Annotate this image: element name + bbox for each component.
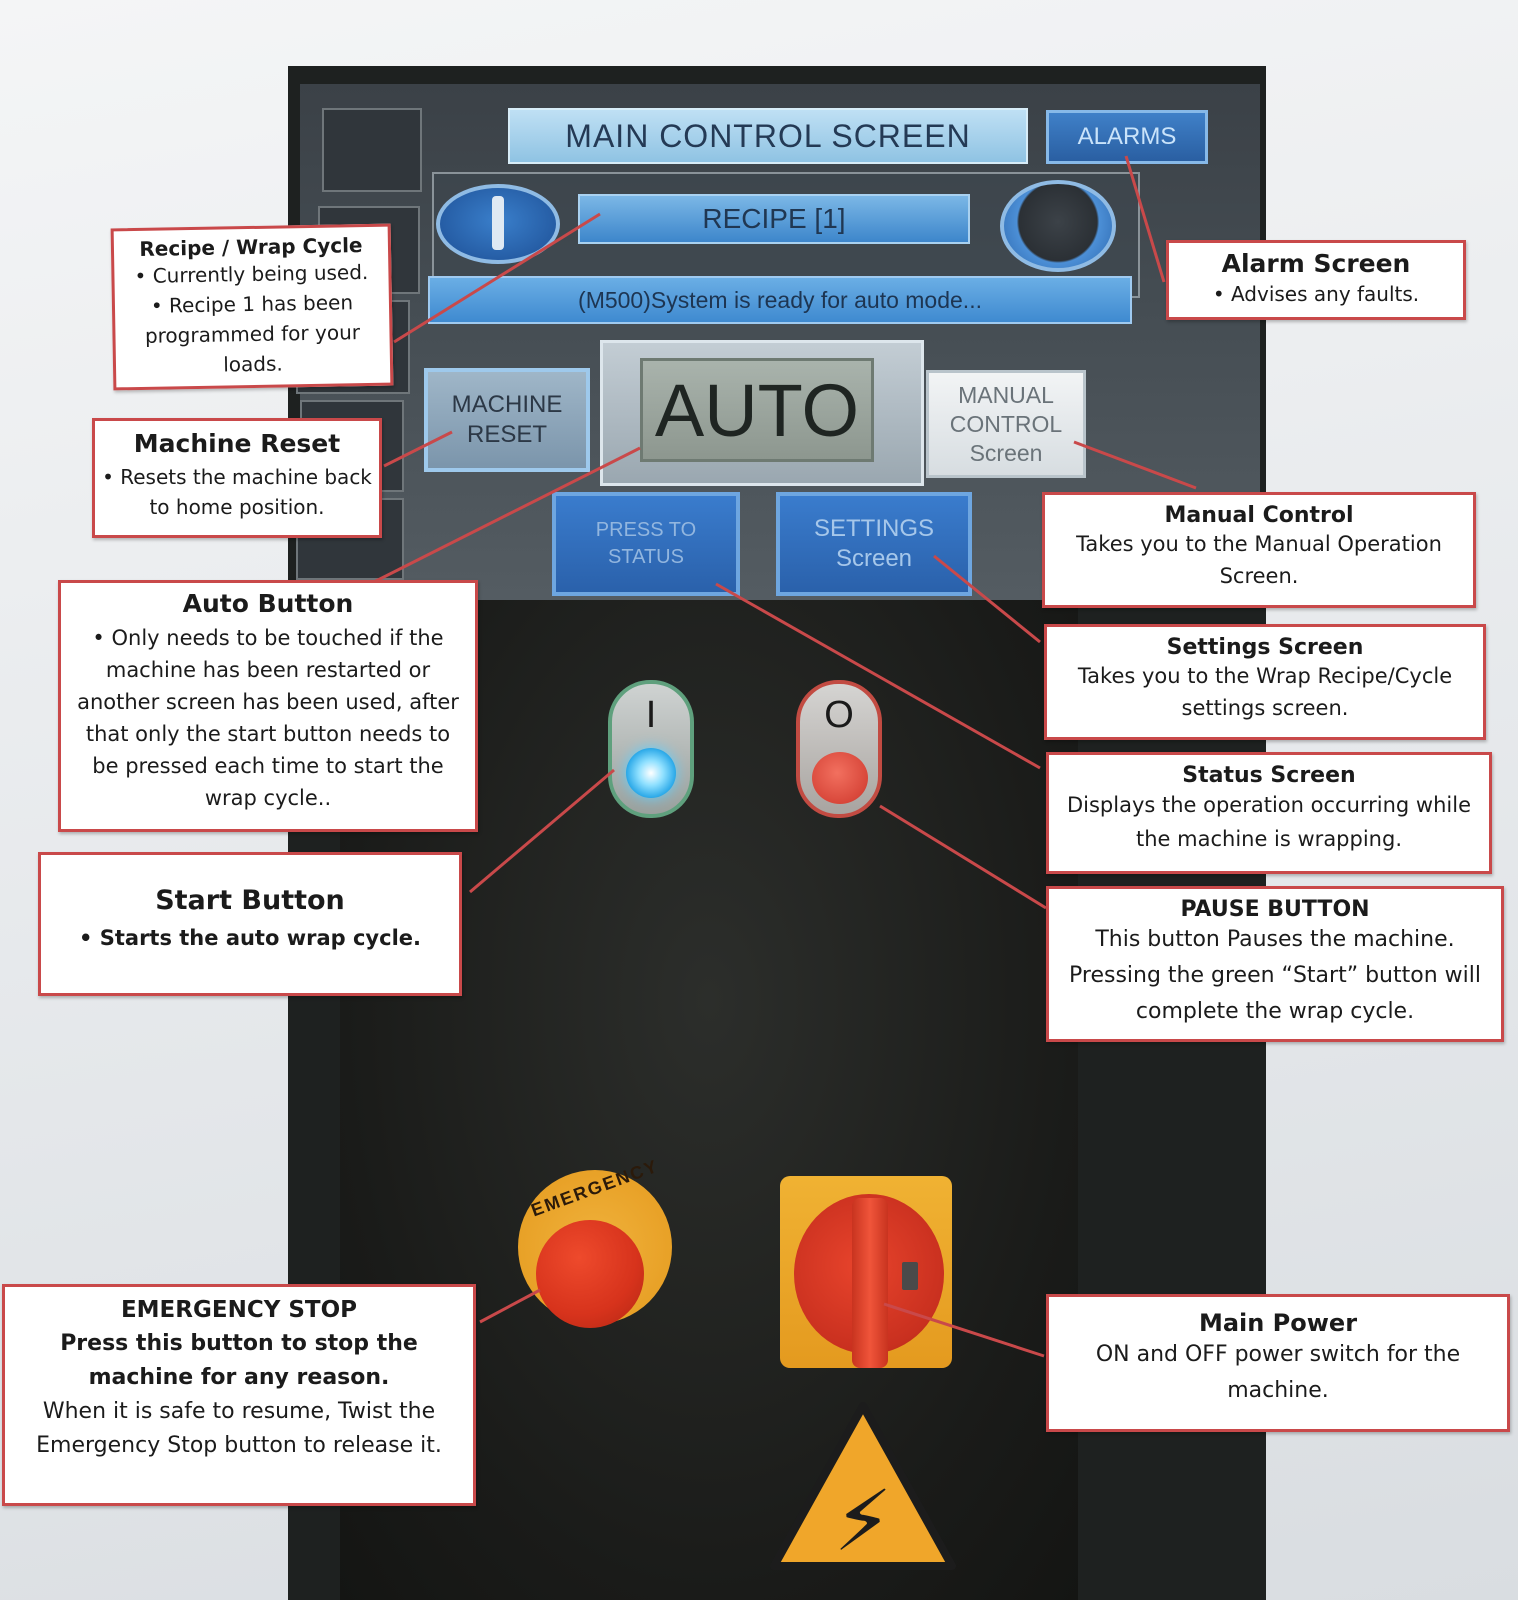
svg-text:⚡: ⚡ [834, 1472, 893, 1570]
callout-title: Manual Control [1164, 503, 1354, 528]
emergency-stop-callout: EMERGENCY STOP Press this button to stop… [2, 1284, 476, 1506]
callout-title: Start Button [155, 885, 345, 916]
callout-text: • Only needs to be touched if the machin… [77, 626, 459, 810]
manual-control-callout: Manual Control Takes you to the Manual O… [1042, 492, 1476, 608]
settings-screen-callout: Settings Screen Takes you to the Wrap Re… [1044, 624, 1486, 740]
pause-lamp-icon [812, 752, 868, 804]
manual-control-button[interactable]: MANUAL CONTROL Screen [926, 370, 1086, 478]
auto-button[interactable]: AUTO [640, 358, 874, 462]
stop-indicator-button[interactable] [1000, 180, 1116, 272]
screen-title: MAIN CONTROL SCREEN [508, 108, 1028, 164]
callout-title: Main Power [1198, 1309, 1358, 1337]
power-switch-handle[interactable] [852, 1198, 888, 1368]
callout-text: Takes you to the Manual Operation Screen… [1076, 532, 1442, 588]
callout-text: Press this button to stop the machine fo… [60, 1331, 418, 1390]
callout-title: Auto Button [182, 589, 354, 618]
pause-button-callout: PAUSE BUTTON This button Pauses the mach… [1046, 886, 1504, 1042]
callout-text: When it is safe to resume, Twist the Eme… [36, 1399, 442, 1458]
callout-title: EMERGENCY STOP [120, 1297, 358, 1323]
recipe-display[interactable]: RECIPE [1] [578, 194, 970, 244]
machine-reset-button[interactable]: MACHINE RESET [424, 368, 590, 472]
electrical-warning-icon: ⚡ [770, 1402, 956, 1570]
side-slot [322, 108, 422, 192]
press-to-status-button[interactable]: PRESS TO STATUS [552, 492, 740, 596]
power-on-icon [492, 196, 504, 250]
start-symbol: I [645, 694, 657, 736]
callout-text: Pressing the green “Start” button will c… [1069, 963, 1481, 1024]
status-message: (M500)System is ready for auto mode... [428, 276, 1132, 324]
emergency-stop-button[interactable] [536, 1220, 644, 1328]
callout-title: Status Screen [1182, 763, 1356, 788]
callout-text: • Recipe 1 has been programmed for your … [144, 290, 361, 377]
machine-reset-callout: Machine Reset • Resets the machine back … [92, 418, 382, 538]
start-button-callout: Start Button • Starts the auto wrap cycl… [38, 852, 462, 996]
callout-title: PAUSE BUTTON [1180, 897, 1370, 922]
alarm-screen-callout: Alarm Screen • Advises any faults. [1166, 240, 1466, 320]
pause-symbol: O [824, 694, 854, 736]
auto-button-callout: Auto Button • Only needs to be touched i… [58, 580, 478, 832]
callout-title: Settings Screen [1166, 635, 1364, 660]
callout-title: Alarm Screen [1221, 249, 1411, 278]
callout-text: • Currently being used. [134, 259, 369, 289]
recipe-callout: Recipe / Wrap Cycle • Currently being us… [110, 223, 394, 391]
callout-text: Takes you to the Wrap Recipe/Cycle setti… [1077, 664, 1453, 720]
main-power-callout: Main Power ON and OFF power switch for t… [1046, 1294, 1510, 1432]
callout-text: • Resets the machine back to home positi… [102, 465, 372, 519]
callout-text: • Advises any faults. [1212, 282, 1420, 306]
callout-text: Displays the operation occurring while t… [1066, 793, 1472, 851]
power-position-mark [902, 1262, 918, 1290]
start-lamp-icon [626, 748, 676, 798]
status-screen-callout: Status Screen Displays the operation occ… [1046, 752, 1492, 874]
callout-text: This button Pauses the machine. [1095, 927, 1455, 952]
callout-text: • Starts the auto wrap cycle. [79, 926, 421, 950]
callout-title: Machine Reset [133, 429, 341, 458]
settings-screen-button[interactable]: SETTINGS Screen [776, 492, 972, 596]
callout-text: ON and OFF power switch for the machine. [1095, 1342, 1461, 1403]
